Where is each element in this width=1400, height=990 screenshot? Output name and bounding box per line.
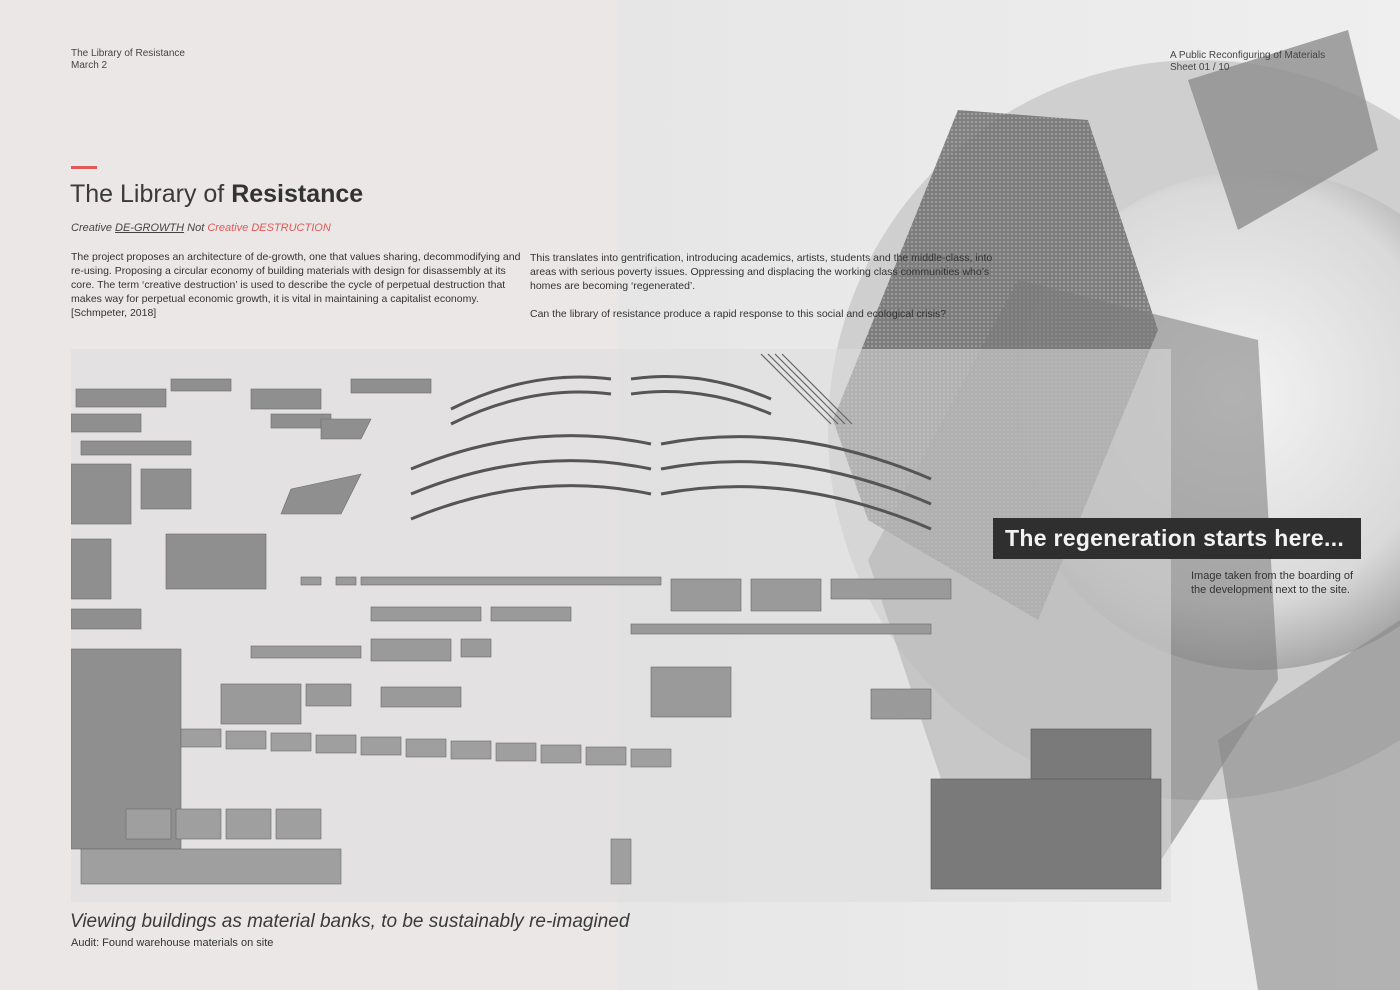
material-audit-drawing [71, 349, 1171, 902]
sheet-date: March 2 [71, 60, 108, 71]
header-right: A Public Reconfiguring of Materials Shee… [1170, 50, 1325, 74]
header-left: The Library of Resistance March 2 [71, 48, 185, 72]
drawing-subtitle: Audit: Found warehouse materials on site [71, 937, 274, 949]
drawing-title: Viewing buildings as material banks, to … [70, 911, 630, 932]
accent-bar [71, 166, 97, 169]
banner-text: The regeneration starts here... [1005, 525, 1345, 551]
subtitle-destruction: Creative DESTRUCTION [207, 222, 331, 234]
photo-caption: Image taken from the boarding of the dev… [1191, 570, 1354, 596]
subtitle-degrowth: DE-GROWTH [115, 222, 185, 234]
series-name: A Public Reconfiguring of Materials [1170, 50, 1326, 61]
subtitle-part-1: Creative [71, 222, 116, 234]
gentrification-paragraph: This translates into gentrification, int… [530, 252, 993, 292]
question-paragraph: Can the library of resistance produce a … [530, 308, 947, 320]
project-name: The Library of Resistance [71, 48, 185, 59]
page-title: The Library of Resistance [70, 180, 363, 209]
intro-paragraph: The project proposes an architecture of … [71, 251, 521, 319]
sheet-number: Sheet 01 / 10 [1170, 62, 1230, 73]
page-subtitle: Creative DE-GROWTH Not Creative DESTRUCT… [71, 222, 331, 234]
title-bold: Resistance [231, 180, 364, 208]
subtitle-part-3: Not [184, 222, 208, 234]
context-paragraphs: This translates into gentrification, int… [530, 251, 1010, 335]
regeneration-banner: The regeneration starts here... [993, 518, 1361, 559]
title-regular: The Library of [70, 180, 232, 208]
